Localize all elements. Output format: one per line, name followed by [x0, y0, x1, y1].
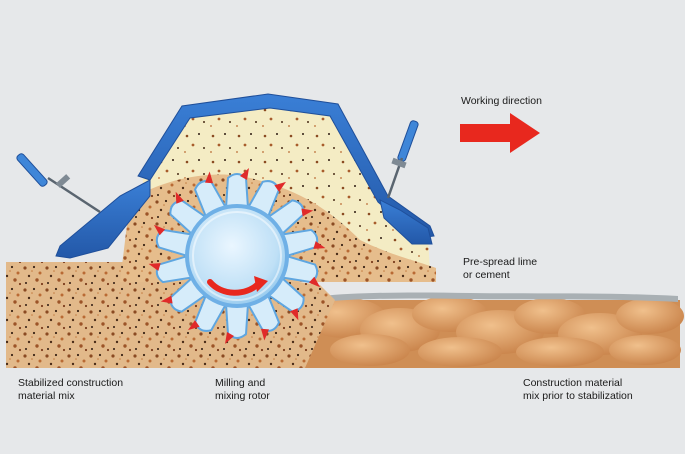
prespread-label-line2: or cement — [463, 269, 510, 281]
rotor-tooth — [153, 224, 194, 258]
rotor-label-line2: mixing rotor — [215, 390, 270, 402]
prespread-label: Pre-spread lime or cement — [463, 256, 537, 282]
rotor-tooth — [224, 303, 250, 344]
construction-material-label: Construction material mix prior to stabi… — [523, 377, 633, 403]
rotor-tooth — [224, 168, 250, 209]
raw-material-layer — [300, 296, 684, 368]
right-spray-nozzle — [386, 120, 419, 199]
arrow-right-icon — [460, 113, 540, 153]
hood — [55, 93, 435, 259]
rotor-label: Milling and mixing rotor — [215, 377, 270, 403]
rotor-tooth — [280, 228, 326, 258]
rotor-tooth — [148, 254, 194, 284]
rotor-label-line1: Milling and — [215, 377, 266, 389]
construction-label-line2: mix prior to stabilization — [523, 390, 633, 402]
stabilized-label-line2: material mix — [18, 390, 75, 402]
working-direction-label: Working direction — [461, 95, 542, 107]
rotation-arrow-icon — [207, 276, 268, 296]
left-spray-nozzle — [16, 153, 101, 214]
rotor-teeth — [148, 168, 326, 344]
lime-layer — [322, 292, 678, 302]
stabilized-label-line1: Stabilized construction — [18, 377, 124, 389]
prespread-label-line1: Pre-spread lime — [463, 256, 538, 268]
rotor-tooth — [280, 254, 321, 288]
construction-label-line1: Construction material — [523, 377, 623, 389]
stabilized-label: Stabilized construction material mix — [18, 377, 123, 403]
